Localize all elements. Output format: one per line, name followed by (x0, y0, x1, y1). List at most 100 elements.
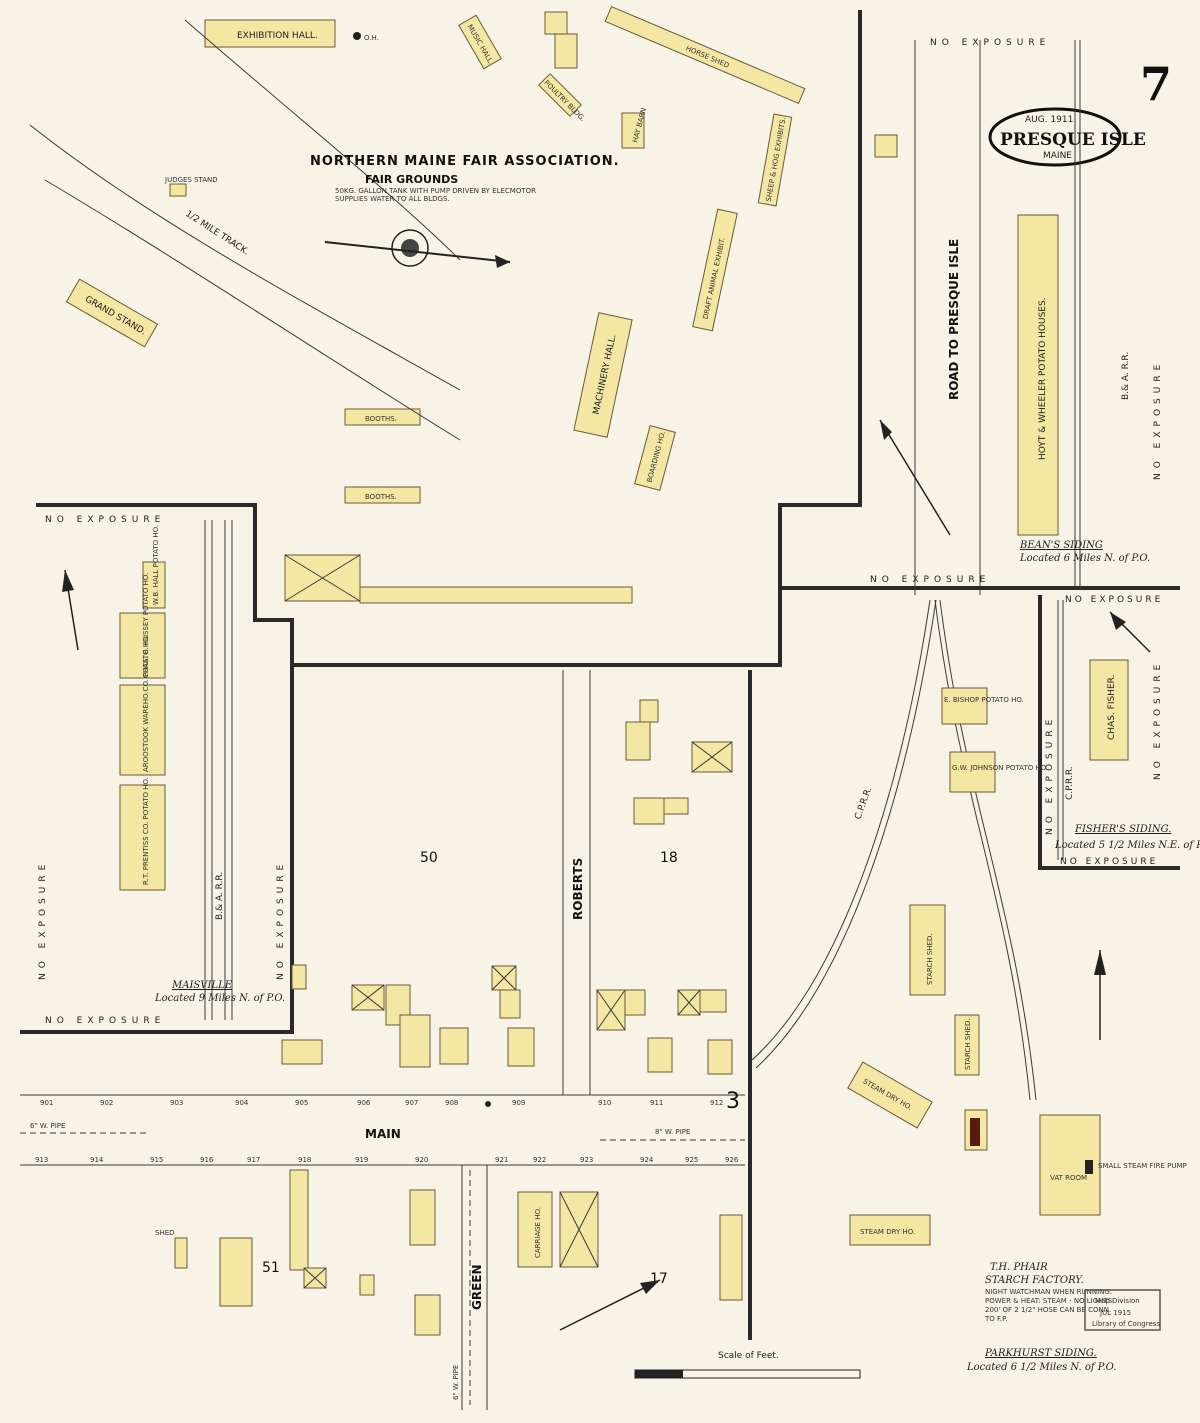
oh-label: O.H. (364, 34, 379, 42)
spur-track-2 (939, 599, 1037, 1101)
hn-906: 906 (357, 1099, 371, 1107)
block-50: 50 (420, 850, 438, 866)
exposure-maisville-top: NO EXPOSURE (45, 515, 165, 525)
carriage-house (517, 1191, 553, 1268)
horse-shed-shape (604, 5, 806, 105)
b18-barn-x2 (691, 741, 733, 773)
hn-911: 911 (650, 1099, 663, 1107)
track-inner (29, 124, 461, 391)
cp-rail-curve-1 (751, 599, 931, 1061)
hn-926: 926 (725, 1156, 739, 1164)
b18-dwelling-1 (625, 721, 651, 761)
fair-bldg-qrs (359, 586, 633, 604)
factory-note-3: 200' OF 2 1/2" HOSE CAN BE CONN. (985, 1306, 1111, 1314)
main-label: MAIN (365, 1127, 401, 1141)
exposure-east: NO EXPOSURE (1153, 360, 1163, 480)
steam-dry-2-label: STEAM DRY HO. (860, 1228, 915, 1236)
green-pipe-label: 6" W. PIPE (452, 1365, 460, 1400)
maisville-loc: Located 9 Miles N. of P.O. (154, 993, 285, 1004)
exposure-fisher-east: NO EXPOSURE (1153, 660, 1163, 780)
hussey-label: CHAS. E. HUSSEY POTATO HO. (142, 573, 150, 678)
b51-dwelling-1 (219, 1237, 253, 1307)
na-beans-line (879, 419, 951, 536)
north-arrow-parkhurst (1094, 950, 1106, 1040)
b18-barn-2-x2 (596, 989, 626, 1031)
starch-shed-2-label: STARCH SHED. (964, 1018, 972, 1070)
boiler (970, 1118, 980, 1146)
exposure-maisville-bottom: NO EXPOSURE (45, 1016, 165, 1026)
b17-shed-x2 (559, 1191, 599, 1268)
factory-note-4: TO F.P. (984, 1315, 1008, 1323)
hn-924: 924 (640, 1156, 654, 1164)
fisher-siding-loc: Located 5 1/2 Miles N.E. of P.O. (1054, 840, 1200, 851)
hn-910: 910 (598, 1099, 611, 1107)
hn-922: 922 (533, 1156, 546, 1164)
judges-stand-label: JUDGES STAND (164, 176, 218, 184)
roberts-label: ROBERTS (571, 858, 585, 920)
hn-904: 904 (235, 1099, 249, 1107)
b18-barn-3-x2 (677, 989, 701, 1016)
compass-circle (391, 229, 429, 267)
b50-barn-2-x2 (351, 984, 385, 1011)
carriage-label: CARRIAGE HO. (534, 1207, 542, 1258)
b51-shed-2 (359, 1274, 375, 1296)
title-cartouche (988, 107, 1122, 167)
hn-908: 908 (445, 1099, 458, 1107)
scale-bar-fine (635, 1370, 683, 1378)
observation-hole (353, 32, 361, 40)
grand-stand-shape (65, 278, 159, 348)
compass-center (401, 239, 419, 257)
factory-type: STARCH FACTORY. (985, 1275, 1084, 1286)
fair-dwelling (544, 11, 568, 35)
aroostook-potato (119, 684, 166, 776)
hn-905: 905 (295, 1099, 308, 1107)
booths-2 (344, 486, 421, 504)
compass-needle (324, 241, 511, 263)
exposure-fisher-bottom: NO EXPOSURE (1060, 857, 1158, 867)
pipe-west-label: 6" W. PIPE (30, 1122, 65, 1130)
machinery-hall: MACHINERY HALL. (573, 312, 633, 438)
b18-bldg-a (624, 989, 646, 1016)
sheet-date: AUG. 1911 (1025, 115, 1073, 125)
hn-902: 902 (100, 1099, 113, 1107)
parkhurst-loc: Located 6 1/2 Miles N. of P.O. (966, 1362, 1116, 1373)
na-fisher-head (1110, 612, 1126, 630)
library-stamp (1084, 1289, 1161, 1331)
factory-name: T.H. PHAIR (990, 1262, 1048, 1273)
oh-main (485, 1101, 491, 1107)
poultry-shape (538, 73, 582, 117)
maisville-name: MAISVILLE (171, 980, 233, 991)
hn-907: 907 (405, 1099, 418, 1107)
factory-note-2: POWER & HEAT: STEAM - NO LIGHTS. (985, 1297, 1114, 1305)
maisville-boundary (20, 665, 294, 1034)
exposure-fisher-top: NO EXPOSURE (1065, 595, 1163, 605)
exhibition-hall (204, 19, 336, 48)
hn-912: 912 (710, 1099, 723, 1107)
fair-note-2: SUPPLIES WATER TO ALL BLDGS. (335, 195, 450, 203)
sheet-number: 7 (1140, 57, 1172, 111)
compass-arrow (495, 255, 510, 268)
na-maisville-head (62, 570, 74, 592)
track-inner-2 (44, 179, 461, 441)
johnson-potato (949, 751, 996, 793)
spur-track-1 (934, 599, 1031, 1101)
north-arrow-beans (879, 419, 951, 536)
starch-shed-1 (909, 904, 946, 996)
draft-animal-shape (692, 208, 738, 332)
na-beans-head (880, 420, 892, 440)
b50-dwelling-2 (439, 1027, 469, 1065)
hn-921: 921 (495, 1156, 508, 1164)
b18-dwelling-2b (663, 797, 689, 815)
booths-1 (344, 408, 421, 426)
b50-dwelling-1 (507, 1027, 535, 1067)
pump-label: SMALL STEAM FIRE PUMP (1098, 1162, 1187, 1170)
factory-note-1: NIGHT WATCHMAN WHEN RUNNING. (985, 1288, 1112, 1296)
exposure-top: NO EXPOSURE (930, 38, 1050, 48)
town-name: PRESQUE ISLE (1000, 130, 1146, 150)
fisher-siding-name: FISHER'S SIDING. (1074, 824, 1171, 835)
aroostook-label: AROOSTOOK WAREHO.CO. POTATO HO. (142, 634, 150, 772)
hn-903: 903 (170, 1099, 183, 1107)
b17-long-bldg (719, 1214, 743, 1301)
exposure-maisville-east: NO EXPOSURE (276, 860, 286, 980)
